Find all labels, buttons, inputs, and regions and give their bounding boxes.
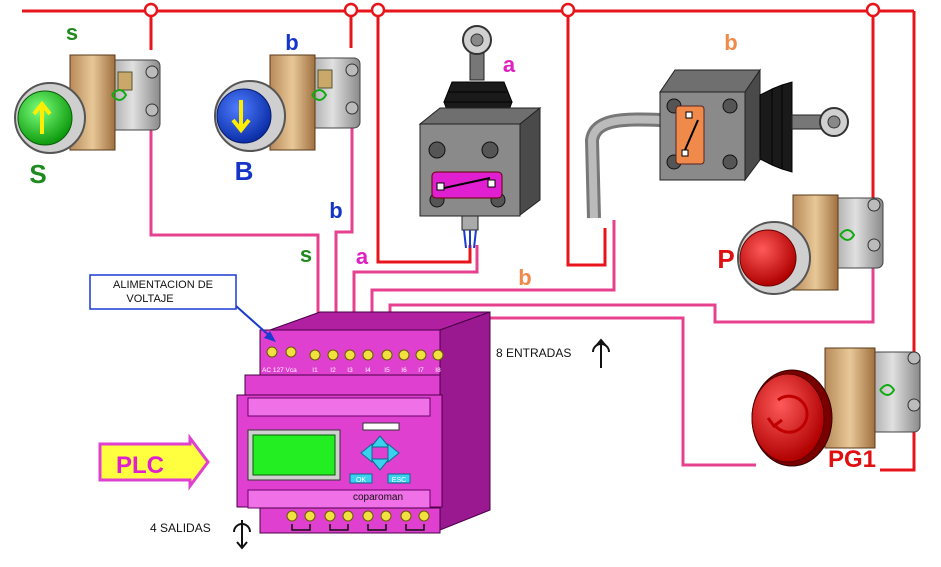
up-arrow-circle-icon (592, 338, 610, 368)
input-label: I3 (347, 367, 353, 374)
power-supply-callout: ALIMENTACION DE VOLTAJE (89, 274, 276, 342)
esc-key: ESC (392, 477, 406, 484)
rotate-arrow-icon (766, 394, 809, 434)
power-terminal-label: AC 127 Vca (262, 367, 297, 374)
entradas-label: 8 ENTRADAS (496, 346, 571, 360)
wire-label-b-orange: b (518, 265, 531, 290)
limit-switch-b (584, 68, 849, 219)
red-supply-wires (22, 9, 916, 472)
dpad-icon (360, 435, 400, 471)
label-top-b: b (285, 30, 298, 55)
label-top-s: s (66, 20, 78, 45)
plc-display (247, 429, 341, 481)
plc-banner: PLC (98, 433, 210, 491)
plc-unit: OK ESC coparoman AC 127 Vca I1 I2 I3 I4 … (236, 311, 491, 534)
label-limit-a: a (503, 52, 516, 77)
input-label: I5 (384, 367, 390, 374)
input-label: I2 (330, 367, 336, 374)
down-arrow-icon (231, 100, 251, 134)
pushbutton-s (14, 54, 161, 154)
up-arrow-icon (32, 100, 52, 134)
input-label: I6 (401, 367, 407, 374)
input-labels: I1 I2 I3 I4 I5 I6 I7 I8 (312, 367, 441, 374)
wire-label-a-pink: a (356, 244, 369, 269)
label-B: B (235, 156, 254, 186)
down-arrow-circle-icon (233, 520, 251, 550)
output-terminals (286, 510, 430, 531)
pushbutton-b (214, 54, 361, 152)
input-label: I4 (365, 367, 371, 374)
plc-banner-label: PLC (116, 452, 164, 479)
label-P: P (717, 244, 734, 274)
callout-line-1: ALIMENTACION DE (113, 279, 213, 291)
ok-key: OK (356, 477, 366, 484)
input-label: I8 (435, 367, 441, 374)
input-terminals (266, 346, 444, 361)
input-label: I1 (312, 367, 318, 374)
plc-brand: coparoman (353, 492, 403, 503)
wire-label-s-green: s (300, 242, 312, 267)
label-S: S (29, 159, 46, 189)
limit-switch-a (418, 25, 542, 249)
label-limit-b: b (724, 30, 737, 55)
emergency-stop-pg1 (751, 347, 921, 467)
wire-label-b-blue: b (329, 198, 342, 223)
input-label: I7 (418, 367, 424, 374)
pushbutton-p (737, 194, 884, 295)
label-PG1: PG1 (828, 446, 876, 473)
salidas-label: 4 SALIDAS (150, 521, 211, 535)
callout-line-2: VOLTAJE (126, 293, 173, 305)
junction-dots (143, 2, 881, 18)
